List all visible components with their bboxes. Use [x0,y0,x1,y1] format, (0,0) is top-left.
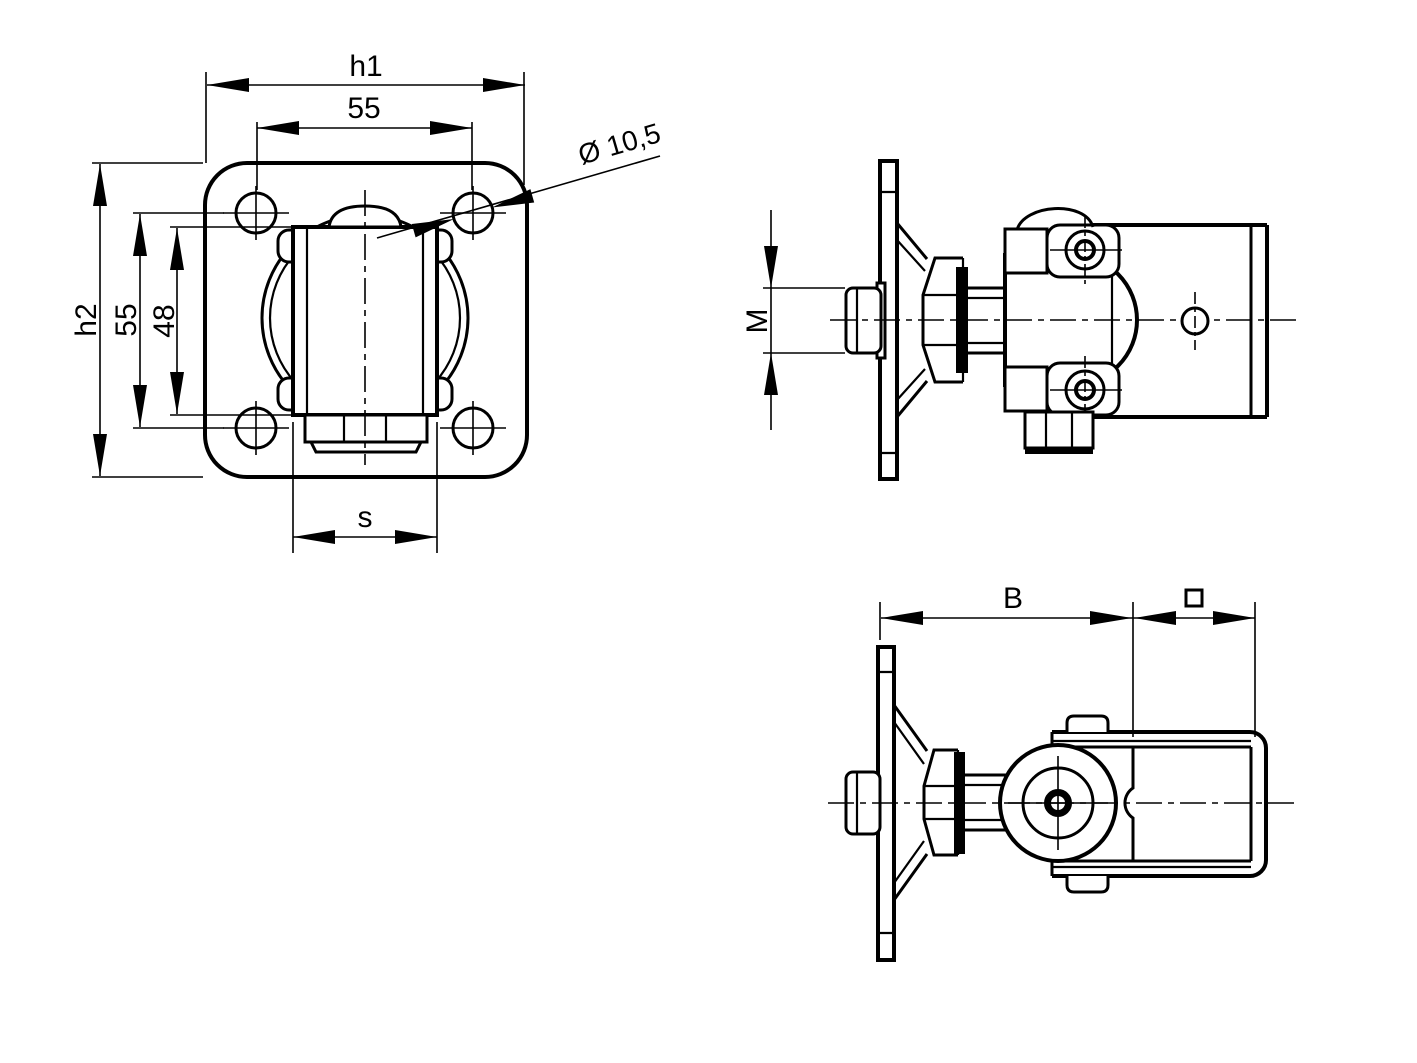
clamp-screw-top [1050,216,1122,284]
hex-nut-facets [342,415,388,442]
cone-washer-top-view [892,704,929,901]
cone-washer-side [895,222,929,418]
screw-head-bump-bottom [1065,876,1110,894]
clamp-screw-bottom [1050,356,1122,424]
dim-label-h2: h2 [70,303,103,336]
dim-b: B [879,582,1256,737]
dim-h2: h2 [70,162,203,478]
threaded-shank-side [968,286,1005,355]
clamp-block-bottom [1003,365,1049,413]
hex-nut-front [303,413,429,444]
seal-ring-top-view [954,752,965,854]
dim-label-55-left: 55 [110,303,143,336]
tube-arm-side [1093,223,1269,419]
dim-label-55-top: 55 [347,92,380,125]
dim-label-hole-diameter: Ø 10,5 [575,117,664,170]
body-nut-side [1023,410,1095,454]
front-view [203,161,529,479]
clamp-block-top [1003,227,1049,275]
side-view: M [741,159,1297,481]
mounting-hole-top-right [440,186,506,240]
nut-washer [308,440,424,454]
dim-55-left: 55 [110,212,224,429]
square-profile-symbol [1184,588,1204,608]
hinge-body-fold-lines [305,227,425,415]
tube-hole-side [1180,292,1210,350]
plate-side-ticks [880,190,897,455]
mounting-hole-bottom-right [440,401,506,455]
dim-square-profile [1134,588,1255,625]
dim-label-48: 48 [148,304,181,337]
dim-55-top: 55 [256,92,473,190]
spring-clip-arc [1015,207,1095,231]
screw-head-bump-top [1065,714,1110,732]
mounting-hole-top-left [223,186,289,240]
dim-label-h1: h1 [349,50,382,83]
mounting-hole-bottom-left [223,401,289,455]
plate-top-view-ticks [878,670,894,935]
dim-48: 48 [148,226,291,416]
dim-label-b: B [1003,582,1023,615]
dim-m: M [741,210,845,430]
dim-h1: h1 [205,50,525,185]
dim-s: s [292,422,438,553]
dim-label-m: M [741,309,774,334]
dim-label-s: s [358,501,373,534]
top-view: B [828,582,1297,962]
